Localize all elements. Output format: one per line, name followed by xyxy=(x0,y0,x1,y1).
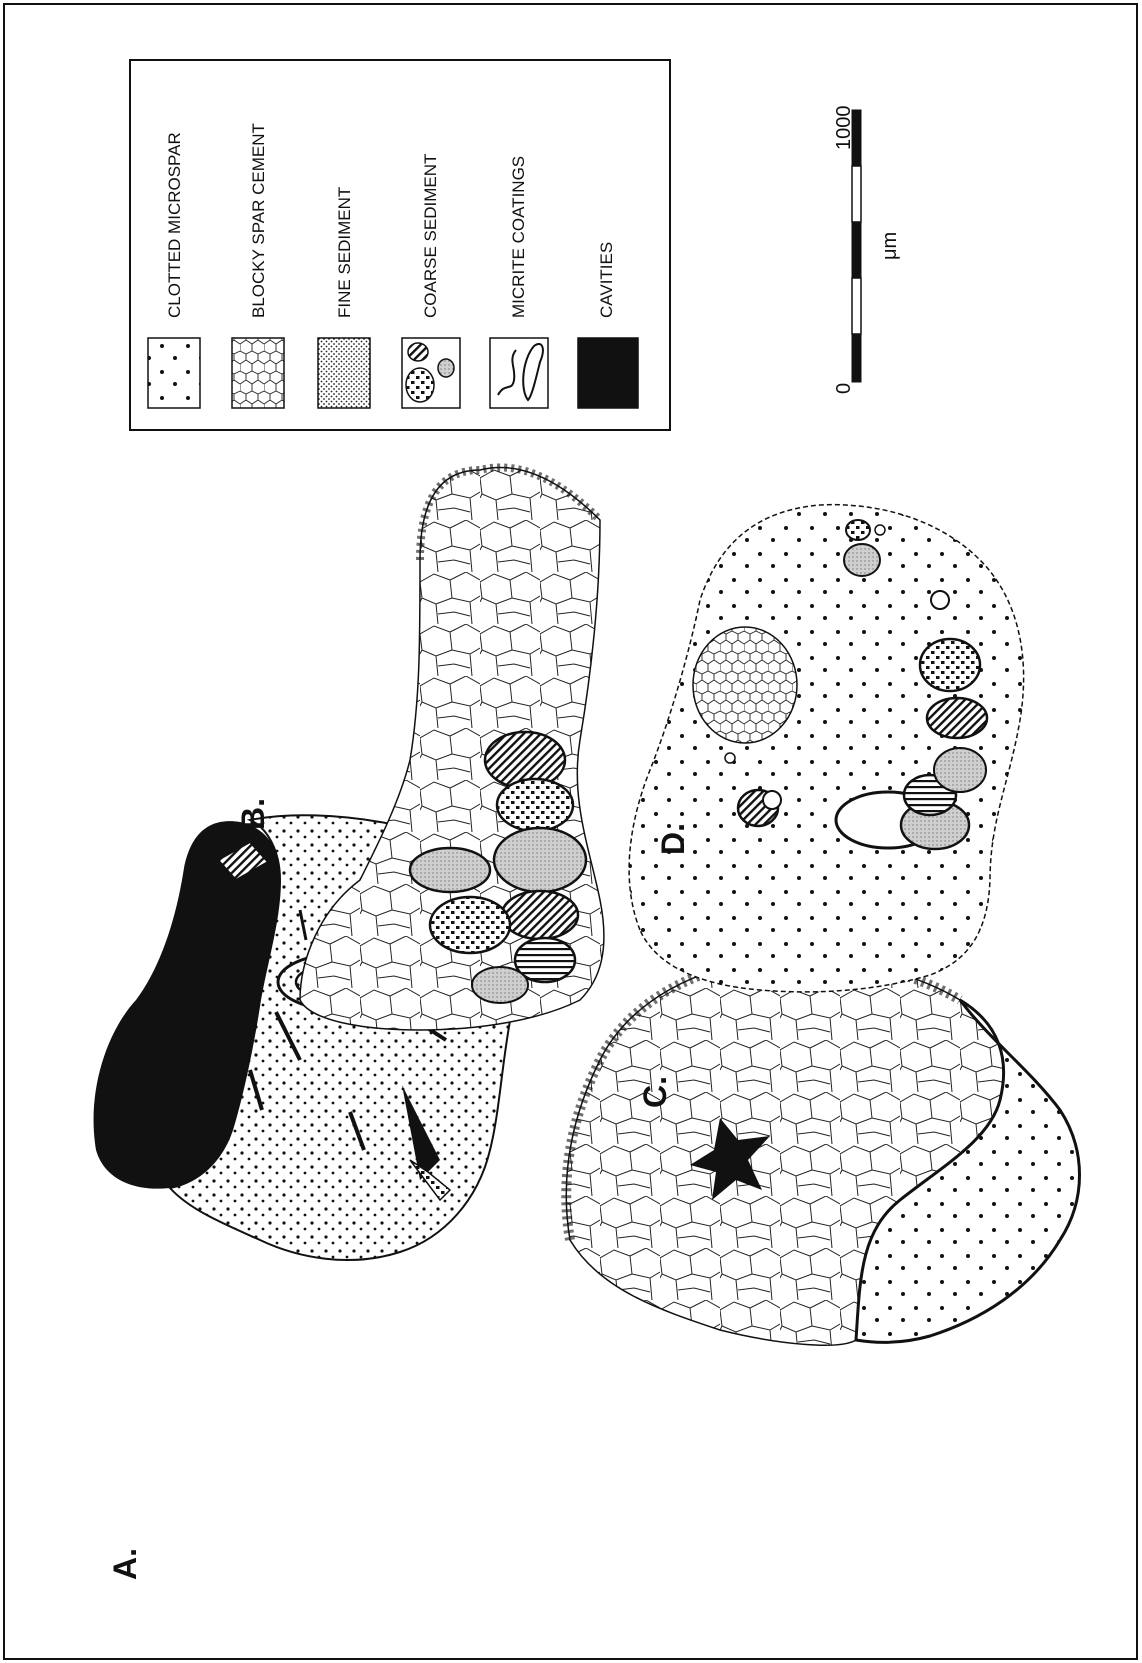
panel-d-pore xyxy=(931,591,949,609)
panel-d-grain xyxy=(846,520,870,540)
panel-b-grain xyxy=(472,967,528,1003)
scale-bar-segment xyxy=(852,166,861,222)
panel-d xyxy=(629,505,1024,992)
scale-bar-segment xyxy=(852,334,861,382)
legend: CLOTTED MICROSPAR BLOCKY SPAR CEMENT FIN… xyxy=(130,60,670,430)
legend-swatch-blocky-spar-cement xyxy=(232,338,284,408)
legend-swatch-fine-sediment xyxy=(318,338,370,408)
panel-b-grain xyxy=(494,828,586,892)
legend-label-coarse-sediment: COARSE SEDIMENT xyxy=(421,154,440,318)
panel-c-label: C. xyxy=(637,1076,673,1108)
legend-swatch-clotted-microspar xyxy=(148,338,200,408)
scale-bar: 0 1000 μm xyxy=(833,106,901,395)
legend-label-blocky-spar-cement: BLOCKY SPAR CEMENT xyxy=(249,123,268,318)
panel-b-grain xyxy=(497,779,573,831)
legend-label-micrite-coatings: MICRITE COATINGS xyxy=(509,156,528,318)
panel-d-grain xyxy=(927,698,987,738)
legend-label-fine-sediment: FINE SEDIMENT xyxy=(335,187,354,318)
panel-d-label: D. xyxy=(655,823,691,855)
panel-d-pore xyxy=(725,753,735,763)
legend-swatch-cavities xyxy=(578,338,638,408)
legend-label-cavities: CAVITIES xyxy=(597,242,616,318)
panel-b-grain xyxy=(410,848,490,892)
panel-d-pore xyxy=(875,525,885,535)
scale-bar-start: 0 xyxy=(833,383,855,394)
panel-b-grain xyxy=(430,897,510,953)
scale-bar-segment xyxy=(852,278,861,334)
panel-d-spar-patch xyxy=(693,627,797,743)
legend-swatch-micrite-coatings xyxy=(490,338,548,408)
legend-label-clotted-microspar: CLOTTED MICROSPAR xyxy=(165,132,184,318)
panel-c xyxy=(566,959,1079,1345)
panel-b xyxy=(300,467,604,1030)
scale-bar-segment xyxy=(852,222,861,278)
panel-b-label: B. xyxy=(235,798,271,830)
scale-bar-end: 1000 xyxy=(833,106,855,151)
scale-bar-unit: μm xyxy=(879,232,901,260)
panel-d-grain xyxy=(934,748,986,792)
panel-d-grain xyxy=(920,639,980,691)
legend-swatch-coarse-sediment xyxy=(402,338,460,408)
panel-a-label: A. xyxy=(107,1548,143,1580)
panel-d-pore xyxy=(763,791,781,809)
panel-d-grain xyxy=(844,544,880,576)
panel-b-grain xyxy=(502,891,578,939)
